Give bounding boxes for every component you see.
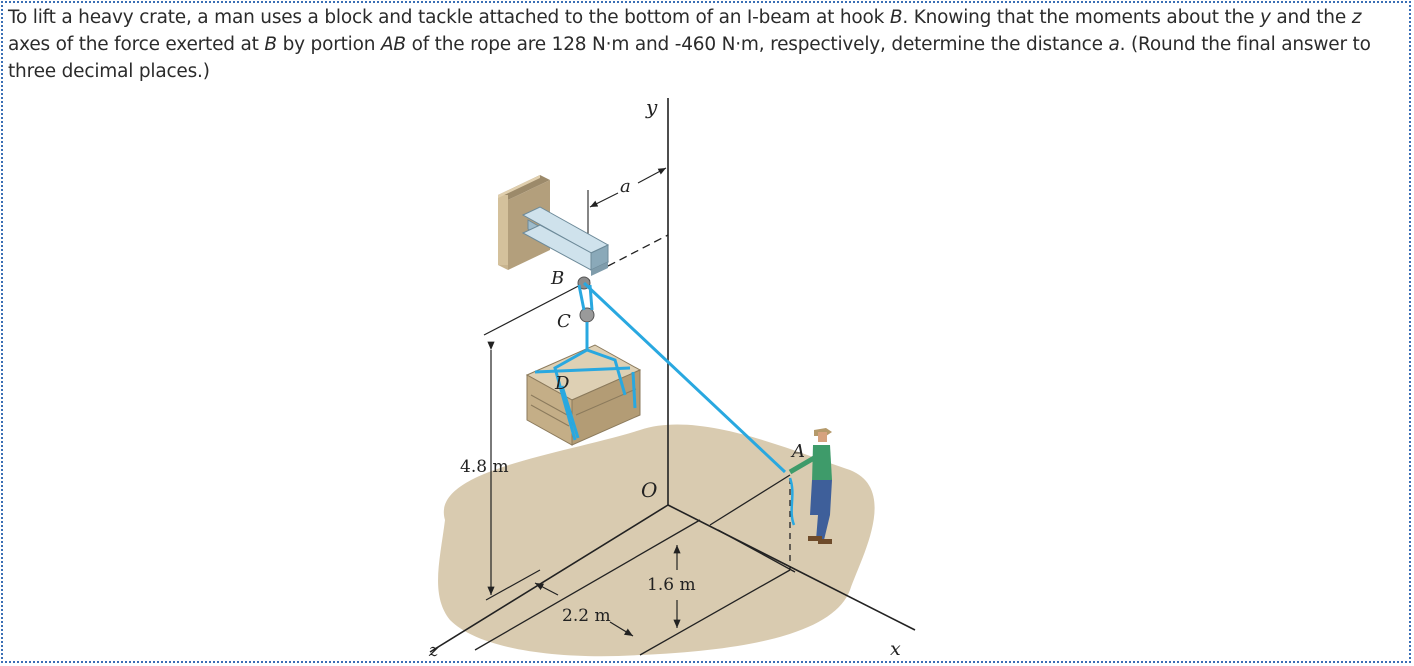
- label-x: x: [890, 638, 901, 660]
- axis-y-label: y: [1259, 7, 1271, 28]
- label-a-point: A: [790, 441, 805, 462]
- question-text-3: and the: [1270, 7, 1352, 28]
- point-b-label: B: [889, 7, 903, 28]
- segment-ab-label: AB: [380, 34, 406, 55]
- question-text-5: by portion: [276, 34, 381, 55]
- axis-z-label: z: [1351, 7, 1362, 28]
- a-dim-arrow-right: [637, 167, 667, 184]
- height-base-line: [485, 569, 541, 601]
- dim-22-line-a: [534, 582, 559, 596]
- label-depth-x: 1.6 m: [647, 575, 696, 595]
- crate: [525, 344, 642, 446]
- question-text-4: axes of the force exerted at: [8, 34, 265, 55]
- ground-patch: [438, 424, 875, 657]
- label-b: B: [550, 268, 564, 289]
- man-figure: [788, 428, 832, 544]
- i-beam: [521, 206, 610, 276]
- z-axis-line: [429, 504, 669, 653]
- ground-line-3: [639, 569, 791, 656]
- label-y: y: [645, 95, 658, 119]
- height-ref-line: [483, 279, 591, 336]
- question-text-6: of the rope are 128 N·m and -460 N·m, re…: [405, 34, 1109, 55]
- var-a-label: a: [1108, 34, 1120, 55]
- ground-line-4: [717, 529, 796, 573]
- label-d: D: [554, 373, 570, 394]
- label-c: C: [557, 311, 571, 332]
- rope: [534, 281, 787, 474]
- beam-dash-line: [607, 234, 669, 267]
- pulley-c: [579, 307, 595, 323]
- label-height: 4.8 m: [460, 457, 509, 477]
- ground-line-1: [474, 519, 701, 651]
- question-text-2: . Knowing that the moments about the: [902, 7, 1260, 28]
- label-o: O: [641, 478, 657, 502]
- label-a-dist: a: [620, 176, 631, 197]
- label-depth-z: 2.2 m: [562, 606, 611, 626]
- question-text-7: . (Round the final answer to three decim…: [8, 34, 1371, 82]
- point-b2-label: B: [264, 34, 277, 55]
- x-axis-line: [667, 504, 916, 631]
- question-text: To lift a heavy crate, a man uses a bloc…: [8, 4, 1406, 85]
- a-dim-arrow-left: [589, 192, 619, 208]
- dim-22-line-b: [609, 621, 634, 637]
- label-z: z: [428, 640, 439, 661]
- ground-line-2: [709, 474, 791, 526]
- question-text-1: To lift a heavy crate, a man uses a bloc…: [8, 7, 890, 28]
